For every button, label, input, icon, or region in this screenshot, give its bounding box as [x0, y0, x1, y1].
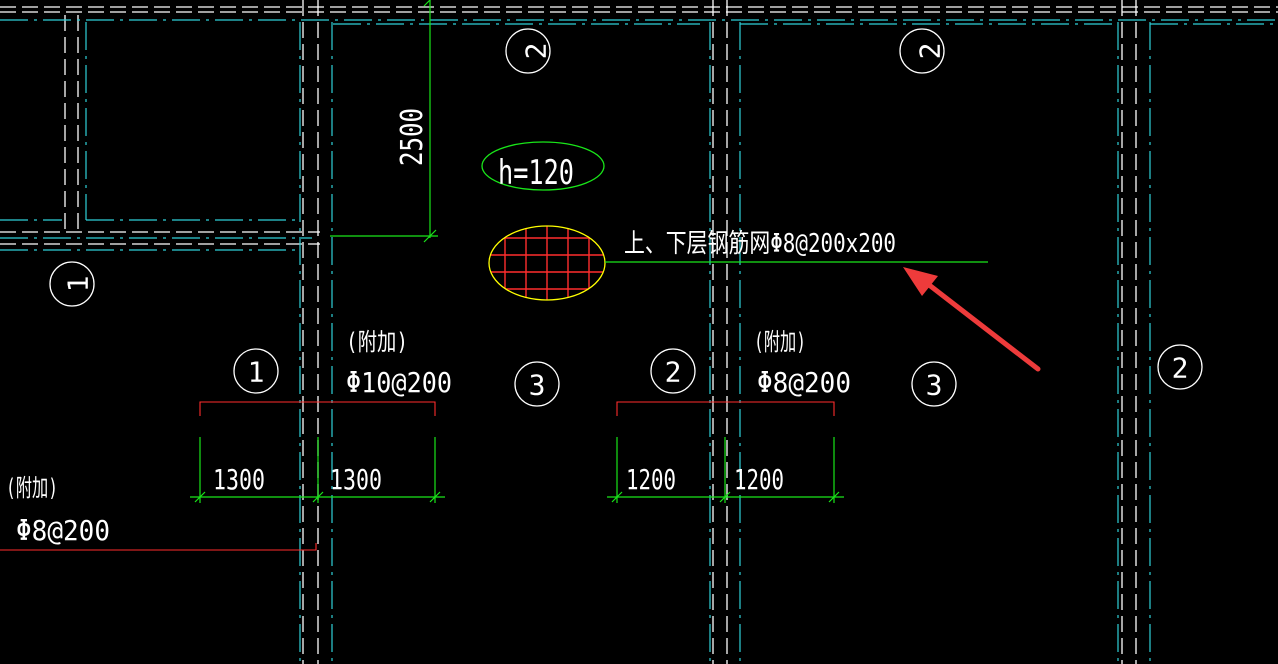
rebar-mid-spec: Φ8@200: [757, 366, 851, 399]
svg-text:3: 3: [529, 369, 546, 402]
svg-text:1: 1: [62, 276, 95, 293]
dimension-2500-label: 2500: [395, 108, 430, 166]
rebar-mid-tag: 2: [665, 356, 682, 389]
mesh-note-label: 上、下层钢筋网Φ8@200x200: [624, 229, 896, 259]
svg-text:2: 2: [914, 43, 947, 60]
slab-label-top-a: 2: [505, 28, 553, 74]
rebar-mid-note: (附加): [754, 328, 806, 356]
rebar-left-note: (附加): [346, 328, 408, 356]
rebar-left-dim-right: 1300: [330, 463, 382, 496]
slab-label-left: 1: [49, 261, 95, 307]
rebar-left-tag: 1: [248, 356, 265, 389]
slab-thickness-label: h=120: [498, 153, 574, 193]
mesh-symbol: [488, 225, 606, 301]
callout-arrow: [903, 267, 1041, 372]
rebar-mid-dim-right: 1200: [734, 463, 784, 496]
rebar-left-dim-left: 1300: [213, 463, 265, 496]
slab-label-right-center: 3: [911, 361, 957, 407]
dimension-2500: 2500: [330, 0, 438, 243]
slab-label-top-b: 2: [899, 28, 947, 74]
rebar-left-spec: Φ10@200: [346, 366, 452, 399]
svg-text:2: 2: [520, 43, 553, 60]
rebar-mid-dim-left: 1200: [626, 463, 676, 496]
rebar-mid-group: 2 (附加) Φ8@200 1200 1200: [607, 328, 851, 503]
mesh-note: 上、下层钢筋网Φ8@200x200: [605, 229, 988, 263]
rebar-bottom-left-group: (附加) Φ8@200: [0, 474, 317, 551]
rebar-left-group: 1 (附加) Φ10@200 1300 1300: [190, 328, 452, 503]
slab-label-center: 3: [514, 361, 560, 407]
rebar-bottom-left-note: (附加): [6, 474, 58, 502]
svg-text:2: 2: [1172, 352, 1189, 385]
svg-text:3: 3: [926, 369, 943, 402]
slab-thickness-tag: h=120: [481, 141, 605, 193]
axis-lines: [0, 19, 1278, 664]
rebar-bottom-left-spec: Φ8@200: [16, 514, 110, 547]
slab-label-right-edge: 2: [1157, 344, 1203, 390]
